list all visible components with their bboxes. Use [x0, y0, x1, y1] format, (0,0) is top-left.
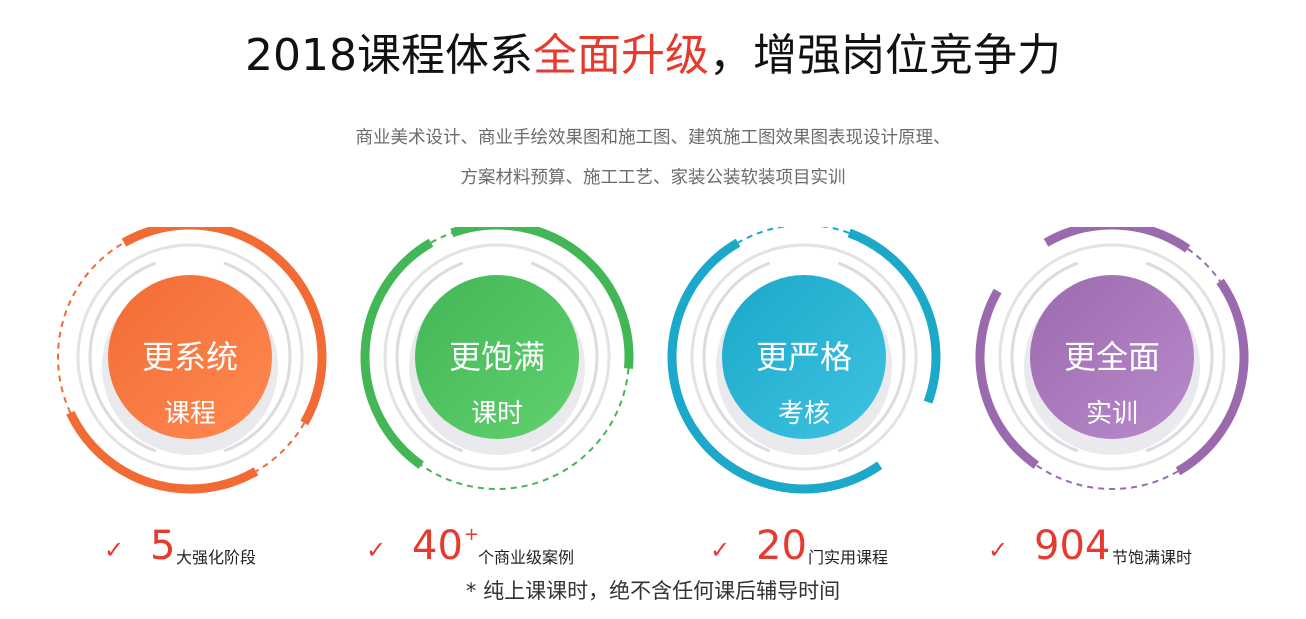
stat-text: 节饱满课时: [1112, 548, 1193, 567]
feature-title: 更系统: [141, 338, 238, 376]
feature-circle-exam: 更严格 考核: [664, 227, 944, 507]
grey-ring-arc: [1145, 261, 1214, 453]
color-ring-dash: [1187, 248, 1221, 282]
stat-text: 大强化阶段: [176, 548, 257, 567]
feature-title: 更饱满: [448, 338, 545, 376]
feature-subtitle: 课程: [163, 399, 216, 429]
color-ring-arc: [1175, 278, 1249, 476]
feature-circle-hours: 更饱满 课时: [357, 227, 637, 507]
feature-subtitle: 考核: [777, 399, 830, 429]
grey-ring-outer: [383, 243, 611, 471]
grey-ring-arc: [88, 261, 157, 453]
grey-ring-outer: [76, 243, 304, 471]
color-ring-arc: [1043, 227, 1191, 253]
feature-disc: [415, 275, 579, 439]
check-icon: ✓: [366, 536, 387, 564]
feature-ring-graphic: [360, 227, 634, 490]
check-icon: ✓: [104, 536, 125, 564]
title-highlight: 全面升级: [532, 30, 709, 81]
grey-ring-arc: [1010, 261, 1079, 453]
stat-text: 个商业级案例: [478, 548, 575, 567]
feature-disc: [108, 275, 272, 439]
page-title: 2018课程体系全面升级，增强岗位竞争力: [0, 26, 1306, 86]
feature-subtitle: 课时: [470, 399, 523, 429]
check-icon: ✓: [710, 536, 731, 564]
color-ring-dash: [57, 241, 125, 414]
stat-number: 5: [150, 523, 176, 569]
color-ring-arc: [121, 227, 327, 426]
color-ring-arc: [450, 227, 634, 369]
stat-superscript: +: [464, 524, 480, 545]
color-ring-dash: [430, 232, 453, 244]
color-ring-arc: [360, 238, 434, 469]
check-icon: ✓: [988, 536, 1009, 564]
grey-ring-arc: [223, 261, 292, 453]
color-ring-dash: [420, 368, 630, 490]
feature-circle-system: 更系统 课程: [50, 227, 330, 507]
grey-ring-arc: [530, 261, 599, 453]
feature-title: 更全面: [1063, 338, 1160, 376]
feature-ring-graphic: [975, 227, 1249, 490]
title-prefix: 2018课程体系: [245, 30, 533, 81]
feature-title: 更严格: [755, 338, 852, 376]
feature-disc: [722, 275, 886, 439]
color-ring-arc: [667, 238, 883, 494]
color-ring-arc: [975, 288, 1039, 469]
feature-disc: [1030, 275, 1194, 439]
grey-ring-outer: [998, 243, 1226, 471]
grey-ring-outer: [690, 243, 918, 471]
stat-text: 门实用课程: [808, 548, 889, 567]
color-ring-dash: [255, 422, 306, 473]
color-ring-arc: [66, 410, 259, 494]
stat-number: 20: [756, 523, 807, 569]
feature-ring-graphic: [57, 227, 327, 494]
feature-circle-training: 更全面 实训: [972, 227, 1252, 507]
grey-ring-arc: [837, 261, 906, 453]
subtitle-line-1: 商业美术设计、商业手绘效果图和施工图、建筑施工图效果图表现设计原理、: [355, 128, 951, 148]
feature-subtitle: 实训: [1085, 399, 1138, 429]
title-suffix: ，增强岗位竞争力: [708, 30, 1061, 81]
stat-number: 40: [412, 523, 463, 569]
color-ring-dash: [718, 227, 850, 257]
subtitle-line-2: 方案材料预算、施工工艺、家装公装软装项目实训: [460, 168, 846, 188]
color-ring-arc: [847, 228, 941, 404]
footnote: * 纯上课课时，绝不含任何课后辅导时间: [465, 579, 841, 603]
grey-ring-arc: [395, 261, 464, 453]
stat-number: 904: [1034, 523, 1111, 569]
grey-ring-arc: [702, 261, 771, 453]
feature-ring-graphic: [667, 227, 941, 494]
